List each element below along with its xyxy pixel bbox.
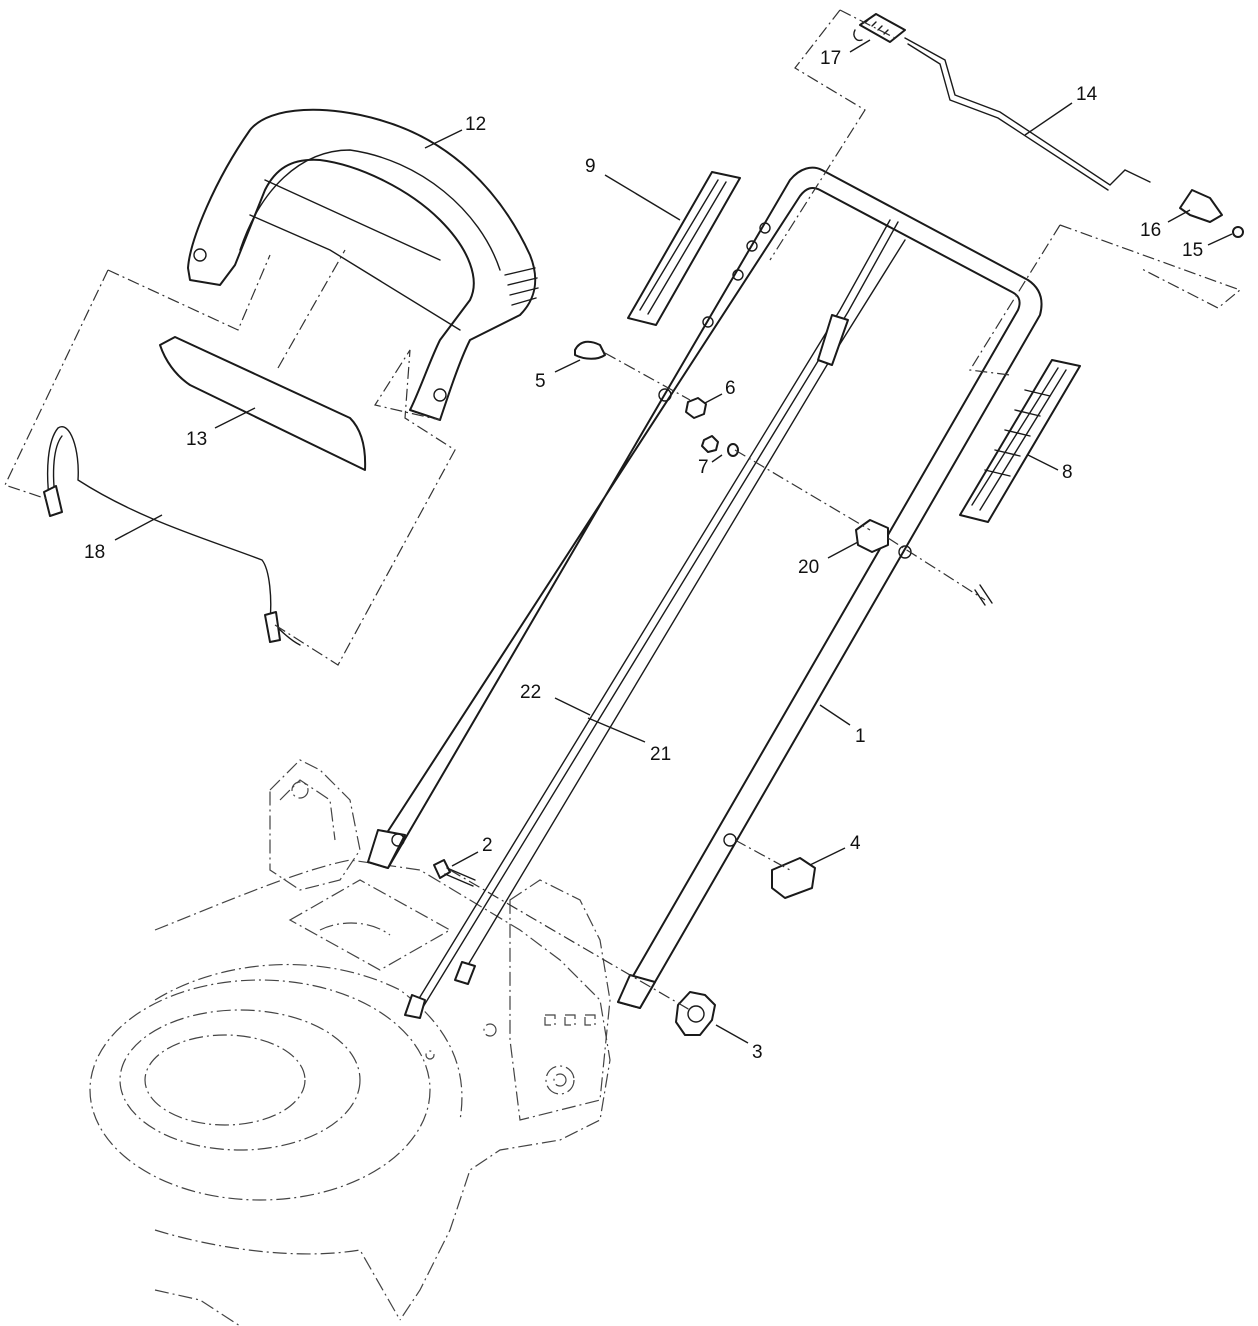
nut-6 [685,397,707,419]
callout-7: 7 [698,457,709,478]
nut-7 [701,435,719,453]
hardware [433,340,993,1036]
callout-5: 5 [535,371,546,392]
callout-16: 16 [1140,220,1161,241]
cable-end-22 [404,994,426,1019]
callout-18: 18 [84,542,105,563]
cable-guide-8 [959,359,1081,523]
knob-3 [675,991,716,1036]
callout-17: 17 [820,48,841,69]
bolt-2 [433,859,451,879]
callouts: 1 2 3 4 5 6 7 8 9 12 13 14 15 16 17 18 2 [84,39,1233,1063]
handle-grip-13 [159,336,367,471]
control-rod-14 [853,13,1244,238]
callout-12: 12 [465,114,486,135]
bail-handle-12 [187,108,539,421]
bail-wire-18 [43,426,301,646]
callout-4: 4 [850,833,861,854]
washer-7 [727,443,739,457]
callout-22: 22 [520,682,541,703]
cable-clamp [817,314,849,366]
callout-13: 13 [186,429,207,450]
spring-17 [859,13,906,43]
pivot-16 [1179,189,1223,223]
mower-deck-phantom [89,759,611,1326]
upper-handle-tube [367,166,1043,1009]
callout-14: 14 [1076,84,1098,105]
callout-1: 1 [855,726,866,747]
callout-3: 3 [752,1042,763,1063]
control-cables [404,219,906,1019]
callout-2: 2 [482,835,493,856]
assembly-lines [4,9,1242,1011]
cable-guide-9 [627,171,741,326]
washer-15 [1232,226,1244,238]
callout-9: 9 [585,156,596,177]
cable-end-21 [454,961,476,985]
clamp-20 [855,519,889,553]
callout-15: 15 [1182,240,1203,261]
callout-21: 21 [650,744,671,765]
pin-5 [574,340,606,360]
callout-6: 6 [725,378,736,399]
spacer-4 [771,857,816,899]
callout-8: 8 [1062,462,1073,483]
callout-20: 20 [798,557,819,578]
